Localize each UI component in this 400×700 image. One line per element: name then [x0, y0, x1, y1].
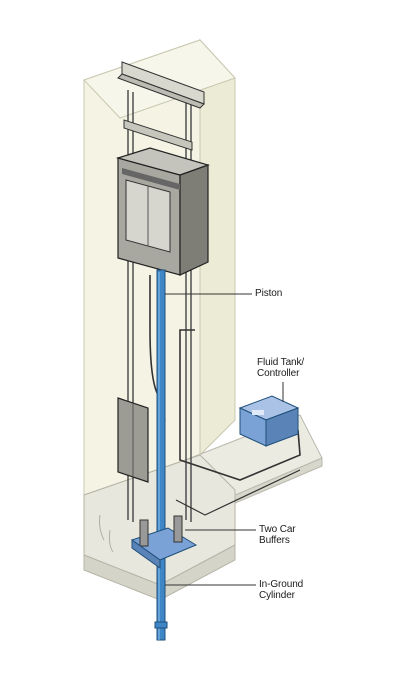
fluid-tank-label-line1: Fluid Tank/ [257, 357, 305, 368]
cylinder-label-line2: Cylinder [259, 590, 295, 601]
piston-rod [154, 269, 168, 641]
car-buffers-label-line1: Two Car [259, 524, 296, 535]
landing-door [117, 397, 149, 483]
cylinder-label-line1: In-Ground [259, 579, 304, 590]
cylinder-label: In-Ground Cylinder [259, 579, 303, 601]
hydraulic-return-line [175, 469, 301, 516]
car-buffers-label-line2: Buffers [259, 535, 290, 546]
hydraulic-supply-line [179, 329, 301, 481]
fluid-tank-label: Fluid Tank/ Controller [257, 357, 304, 379]
top-crosshead [117, 61, 205, 151]
piston-label-text: Piston [255, 288, 283, 299]
elevator-car [115, 147, 210, 276]
car-buffers [130, 515, 198, 569]
piston-label: Piston [255, 288, 282, 299]
car-buffers-label: Two Car Buffers [259, 524, 296, 546]
leader-lines [165, 293, 284, 586]
fluid-tank-label-line2: Controller [257, 368, 300, 379]
